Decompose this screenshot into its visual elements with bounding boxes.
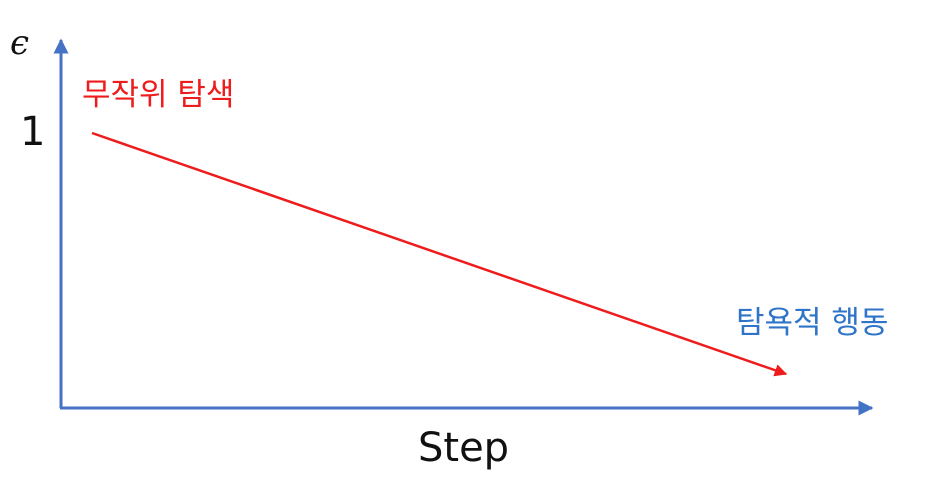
y-tick-label: 1	[20, 109, 46, 155]
random-exploration-label: 무작위 탐색	[82, 77, 235, 113]
epsilon-decay-arrow	[91, 131, 788, 377]
greedy-action-label: 탐욕적 행동	[736, 305, 889, 341]
y-axis-symbol: ϵ	[10, 23, 30, 63]
x-axis-label: Step	[418, 425, 510, 471]
